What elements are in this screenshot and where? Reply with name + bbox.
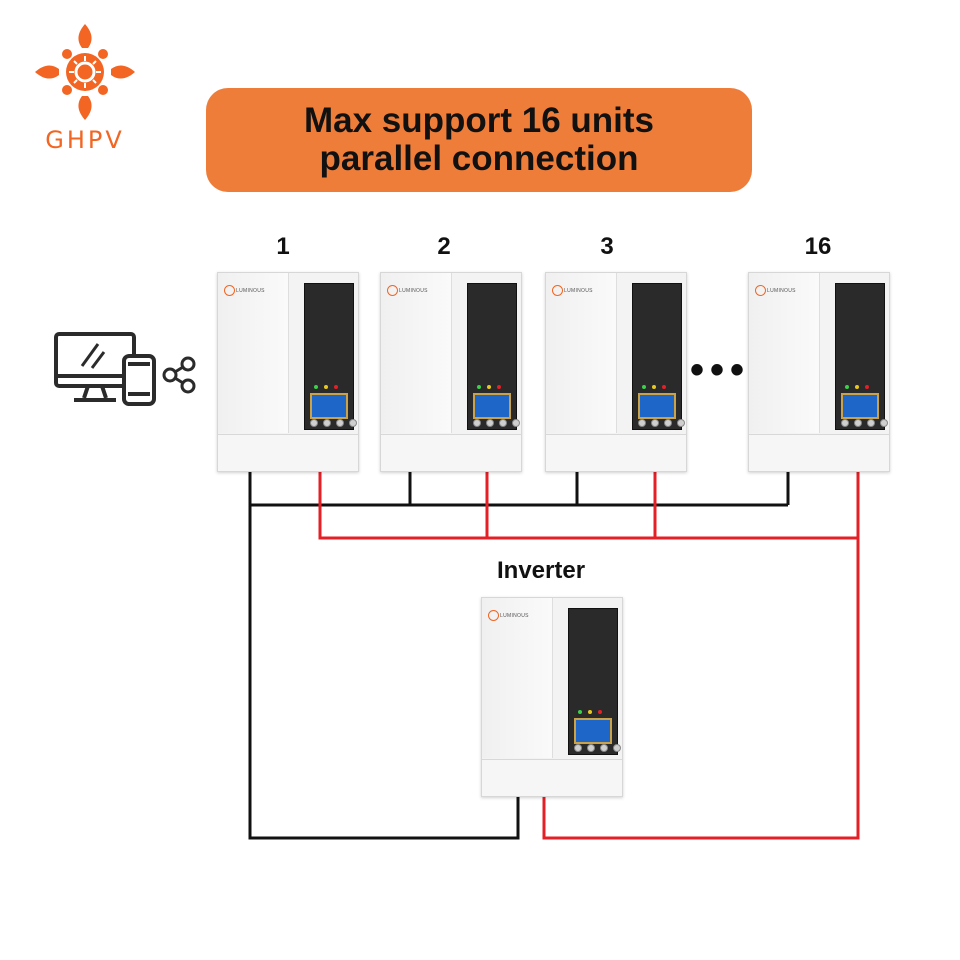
control-buttons [310,419,357,427]
lcd-screen [841,393,879,419]
phone-icon [122,354,156,406]
logo-text: GHPV [45,126,125,154]
device-brand: LUMINOUS [767,288,796,294]
title-line-2: parallel connection [319,139,639,178]
positive-wires [318,472,860,840]
unit-label-3: 3 [600,233,614,260]
inverter-unit-2: LUMINOUS [380,272,522,472]
status-leds [578,710,602,714]
device-brand: LUMINOUS [236,288,265,294]
lcd-screen [574,718,612,744]
inverter-label: Inverter [497,557,586,584]
status-leds [642,385,666,389]
main-inverter: LUMINOUS [481,597,623,797]
unit-label-2: 2 [437,233,451,260]
device-brand: LUMINOUS [564,288,593,294]
inverter-unit-3: LUMINOUS [545,272,687,472]
unit-label-16: 16 [804,233,832,260]
brand-mark-icon [387,285,398,296]
title-line-1: Max support 16 units [303,101,655,140]
sun-logo-icon [35,24,135,120]
negative-wires [248,472,790,840]
ghpv-logo: GHPV [30,20,140,160]
brand-mark-icon [755,285,766,296]
brand-mark-icon [552,285,563,296]
brand-mark-icon [224,285,235,296]
status-leds [845,385,869,389]
device-brand: LUMINOUS [500,613,529,619]
unit-label-1: 1 [276,233,290,260]
share-icon [162,356,196,394]
lcd-screen [638,393,676,419]
inverter-unit-16: LUMINOUS [748,272,890,472]
ellipsis: ••• [690,348,751,392]
status-leds [314,385,338,389]
control-buttons [574,744,621,752]
monitoring-icons [54,332,196,406]
control-buttons [638,419,685,427]
inverter-unit-1: LUMINOUS [217,272,359,472]
status-leds [477,385,501,389]
control-buttons [473,419,520,427]
control-buttons [841,419,888,427]
brand-mark-icon [488,610,499,621]
lcd-screen [310,393,348,419]
title-banner: Max support 16 units parallel connection [206,88,752,192]
device-brand: LUMINOUS [399,288,428,294]
lcd-screen [473,393,511,419]
